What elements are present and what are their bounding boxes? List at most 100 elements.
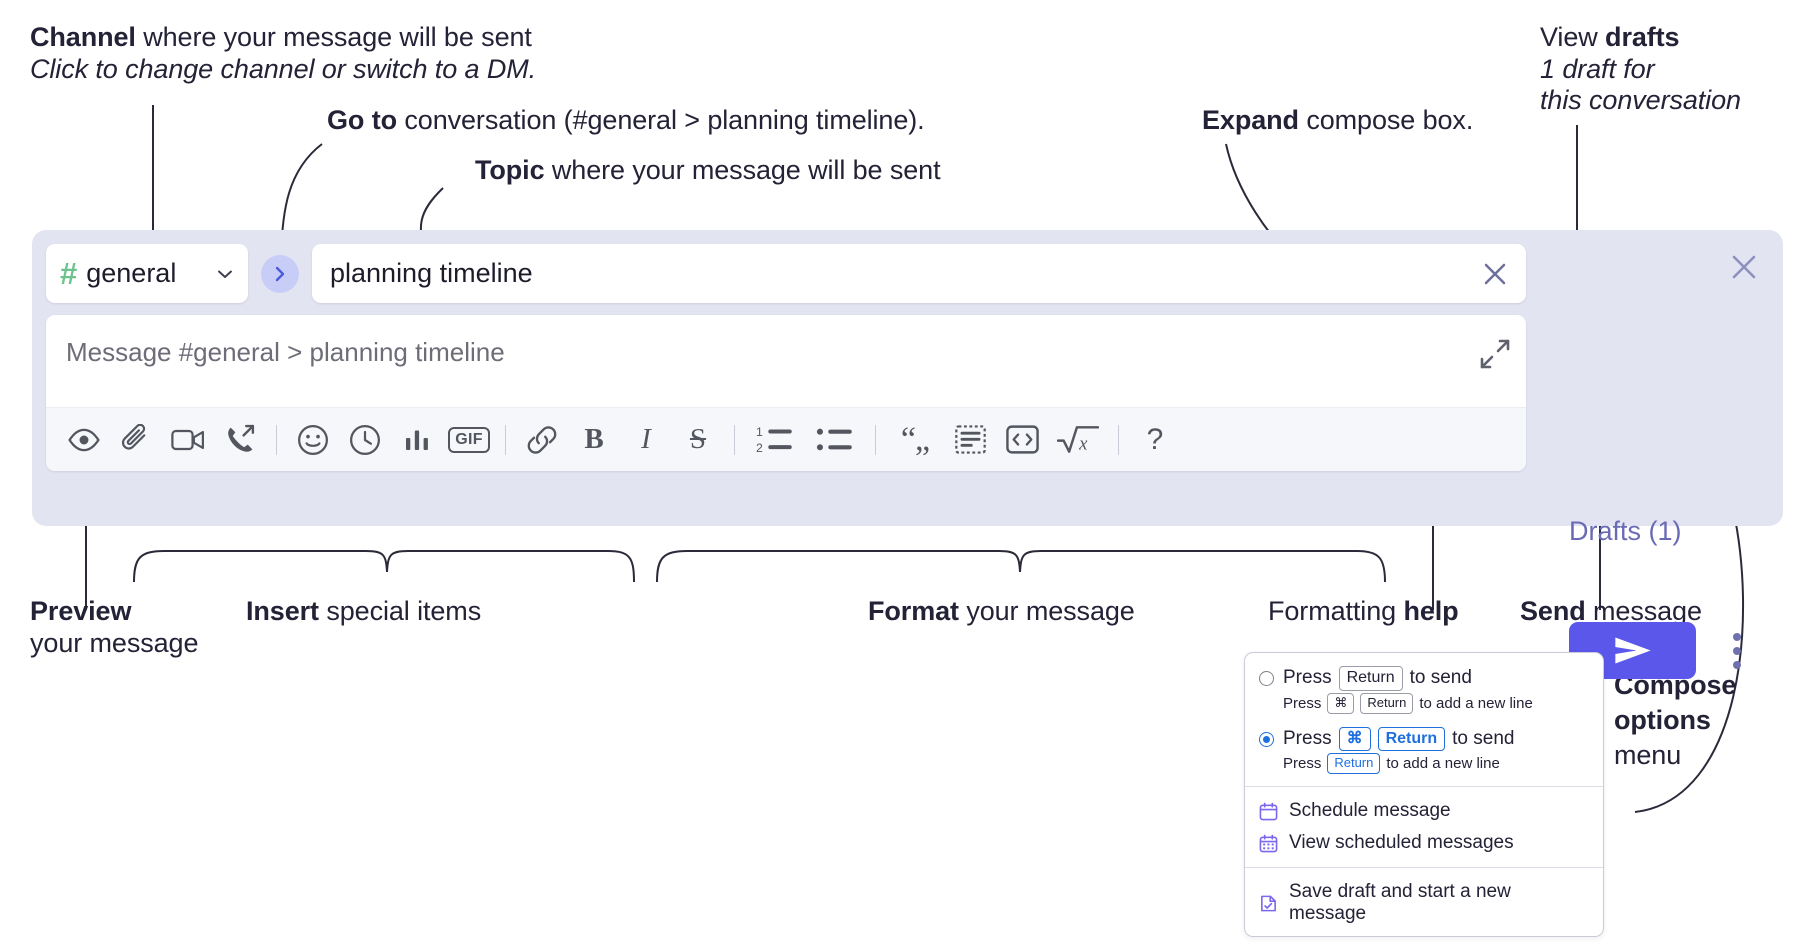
menu-item-label: Save draft and start a new message — [1289, 881, 1511, 925]
vertical-dots-icon — [1733, 661, 1741, 669]
to-send-label: to send — [1409, 667, 1472, 689]
close-compose-button[interactable] — [1727, 250, 1761, 284]
annotation-expand-rest: compose box. — [1298, 105, 1474, 135]
close-icon[interactable] — [1478, 257, 1512, 291]
inline-code-button[interactable] — [996, 416, 1048, 464]
strikethrough-button[interactable]: S — [672, 416, 724, 464]
annotation-goto: Go to conversation (#general > planning … — [327, 105, 1027, 137]
bullet-list-icon — [816, 428, 852, 451]
send-option-cmd-return-label: Press ⌘ Return to send — [1283, 726, 1515, 752]
menu-item-schedule-message[interactable]: Schedule message — [1245, 795, 1603, 827]
calendar-icon — [1259, 802, 1278, 821]
menu-item-label: View scheduled messages — [1289, 832, 1514, 854]
separator-2 — [505, 424, 506, 455]
formatting-help-button[interactable]: ? — [1129, 416, 1181, 464]
paperclip-icon — [121, 424, 145, 450]
compose-options-menu: Press Return to send Press ⌘ Return to a… — [1244, 652, 1604, 938]
link-button[interactable] — [516, 416, 568, 464]
math-button[interactable]: x — [1048, 416, 1108, 464]
code-block-button[interactable] — [944, 416, 996, 464]
to-send-label: to send — [1452, 728, 1515, 750]
press-label: Press — [1283, 694, 1322, 712]
annotation-formatting-help-bold: help — [1403, 596, 1459, 626]
poll-button[interactable] — [391, 416, 443, 464]
channel-selector[interactable]: # general — [46, 244, 248, 303]
annotation-goto-rest: conversation (#general > planning timeli… — [396, 105, 925, 135]
menu-item-label: Schedule message — [1289, 800, 1451, 822]
annotation-channel-sub: Click to change channel or switch to a D… — [30, 53, 537, 84]
italic-button[interactable]: I — [620, 416, 672, 464]
hash-icon: # — [60, 256, 78, 291]
annotation-drafts-sub1: 1 draft for — [1540, 53, 1655, 84]
annotation-topic-rest: where your message will be sent — [544, 155, 941, 185]
annotation-preview: Preview your message — [30, 596, 270, 659]
annotation-channel: Channel where your message will be sent … — [30, 22, 670, 85]
send-option-return-sub: Press ⌘ Return to add a new line — [1245, 691, 1603, 718]
press-label: Press — [1283, 728, 1332, 750]
bullet-list-button[interactable] — [805, 416, 865, 464]
annotation-drafts-sub2: this conversation — [1540, 85, 1741, 116]
gif-button[interactable]: GIF — [443, 416, 495, 464]
key-return: Return — [1377, 726, 1446, 752]
annotation-send-bold: Send — [1520, 596, 1586, 626]
new-line-label: to add a new line — [1386, 755, 1500, 773]
video-camera-icon — [171, 429, 204, 450]
ordered-list-button[interactable]: 1 2 — [745, 416, 805, 464]
separator-3 — [734, 424, 735, 455]
video-clip-button[interactable] — [162, 416, 214, 464]
annotation-drafts-bold: drafts — [1605, 22, 1680, 52]
vertical-dots-icon — [1733, 633, 1741, 641]
angle-brackets-icon — [1005, 425, 1039, 454]
preview-button[interactable] — [58, 416, 110, 464]
gif-icon: GIF — [448, 426, 490, 453]
annotation-formatting-help: Formatting help — [1268, 596, 1588, 628]
emoji-button[interactable] — [287, 416, 339, 464]
close-icon — [1732, 255, 1756, 279]
annotation-topic-bold: Topic — [475, 155, 545, 185]
bold-button[interactable]: B — [568, 416, 620, 464]
send-paper-plane-icon — [1614, 637, 1651, 664]
menu-divider — [1245, 867, 1603, 869]
annotation-drafts: View drafts 1 draft for this conversatio… — [1540, 22, 1814, 117]
send-option-return[interactable]: Press Return to send — [1245, 663, 1603, 691]
svg-text:1: 1 — [756, 425, 763, 439]
channel-topic-row: # general planning timeline — [46, 244, 1526, 303]
annotation-preview-bold: Preview — [30, 596, 132, 626]
chevron-down-icon — [218, 270, 232, 278]
topic-input[interactable]: planning timeline — [312, 244, 1526, 303]
annotation-compose-options: Compose options menu — [1614, 668, 1814, 773]
annotation-channel-bold: Channel — [30, 22, 136, 52]
annotation-send-rest: message — [1585, 596, 1702, 626]
message-box: Message #general > planning timeline — [46, 315, 1526, 471]
smiley-icon — [298, 424, 328, 455]
goto-conversation-button[interactable] — [261, 254, 299, 293]
key-command: ⌘ — [1338, 726, 1371, 752]
annotation-compose-options-l3: menu — [1614, 740, 1682, 771]
annotation-format: Format your message — [868, 596, 1288, 628]
menu-item-save-draft[interactable]: Save draft and start a new message — [1245, 876, 1603, 930]
compose-options-button[interactable] — [1724, 628, 1750, 674]
blockquote-button[interactable]: “„ — [886, 416, 944, 464]
topic-value: planning timeline — [330, 258, 533, 288]
annotation-channel-rest: where your message will be sent — [135, 22, 532, 52]
send-option-cmd-return[interactable]: Press ⌘ Return to send — [1245, 718, 1603, 752]
key-return: Return — [1338, 666, 1403, 691]
expand-diagonal-icon[interactable] — [1480, 339, 1510, 369]
press-label: Press — [1283, 667, 1332, 689]
svg-text:2: 2 — [756, 441, 763, 454]
message-input[interactable]: Message #general > planning timeline — [46, 315, 1526, 407]
key-return: Return — [1360, 692, 1414, 714]
menu-item-view-scheduled[interactable]: View scheduled messages — [1245, 827, 1603, 859]
compose-inner: # general planning timeline — [46, 244, 1526, 471]
quote-icon: “„ — [900, 420, 930, 458]
document-check-icon — [1261, 895, 1276, 912]
attach-button[interactable] — [110, 416, 162, 464]
chevron-right-icon — [275, 266, 285, 281]
drafts-link[interactable]: Drafts (1) — [1569, 516, 1682, 546]
audio-clip-button[interactable] — [214, 416, 266, 464]
reminder-button[interactable] — [339, 416, 391, 464]
channel-name-label: general — [86, 258, 177, 288]
separator-1 — [276, 424, 277, 455]
key-command: ⌘ — [1327, 692, 1355, 714]
